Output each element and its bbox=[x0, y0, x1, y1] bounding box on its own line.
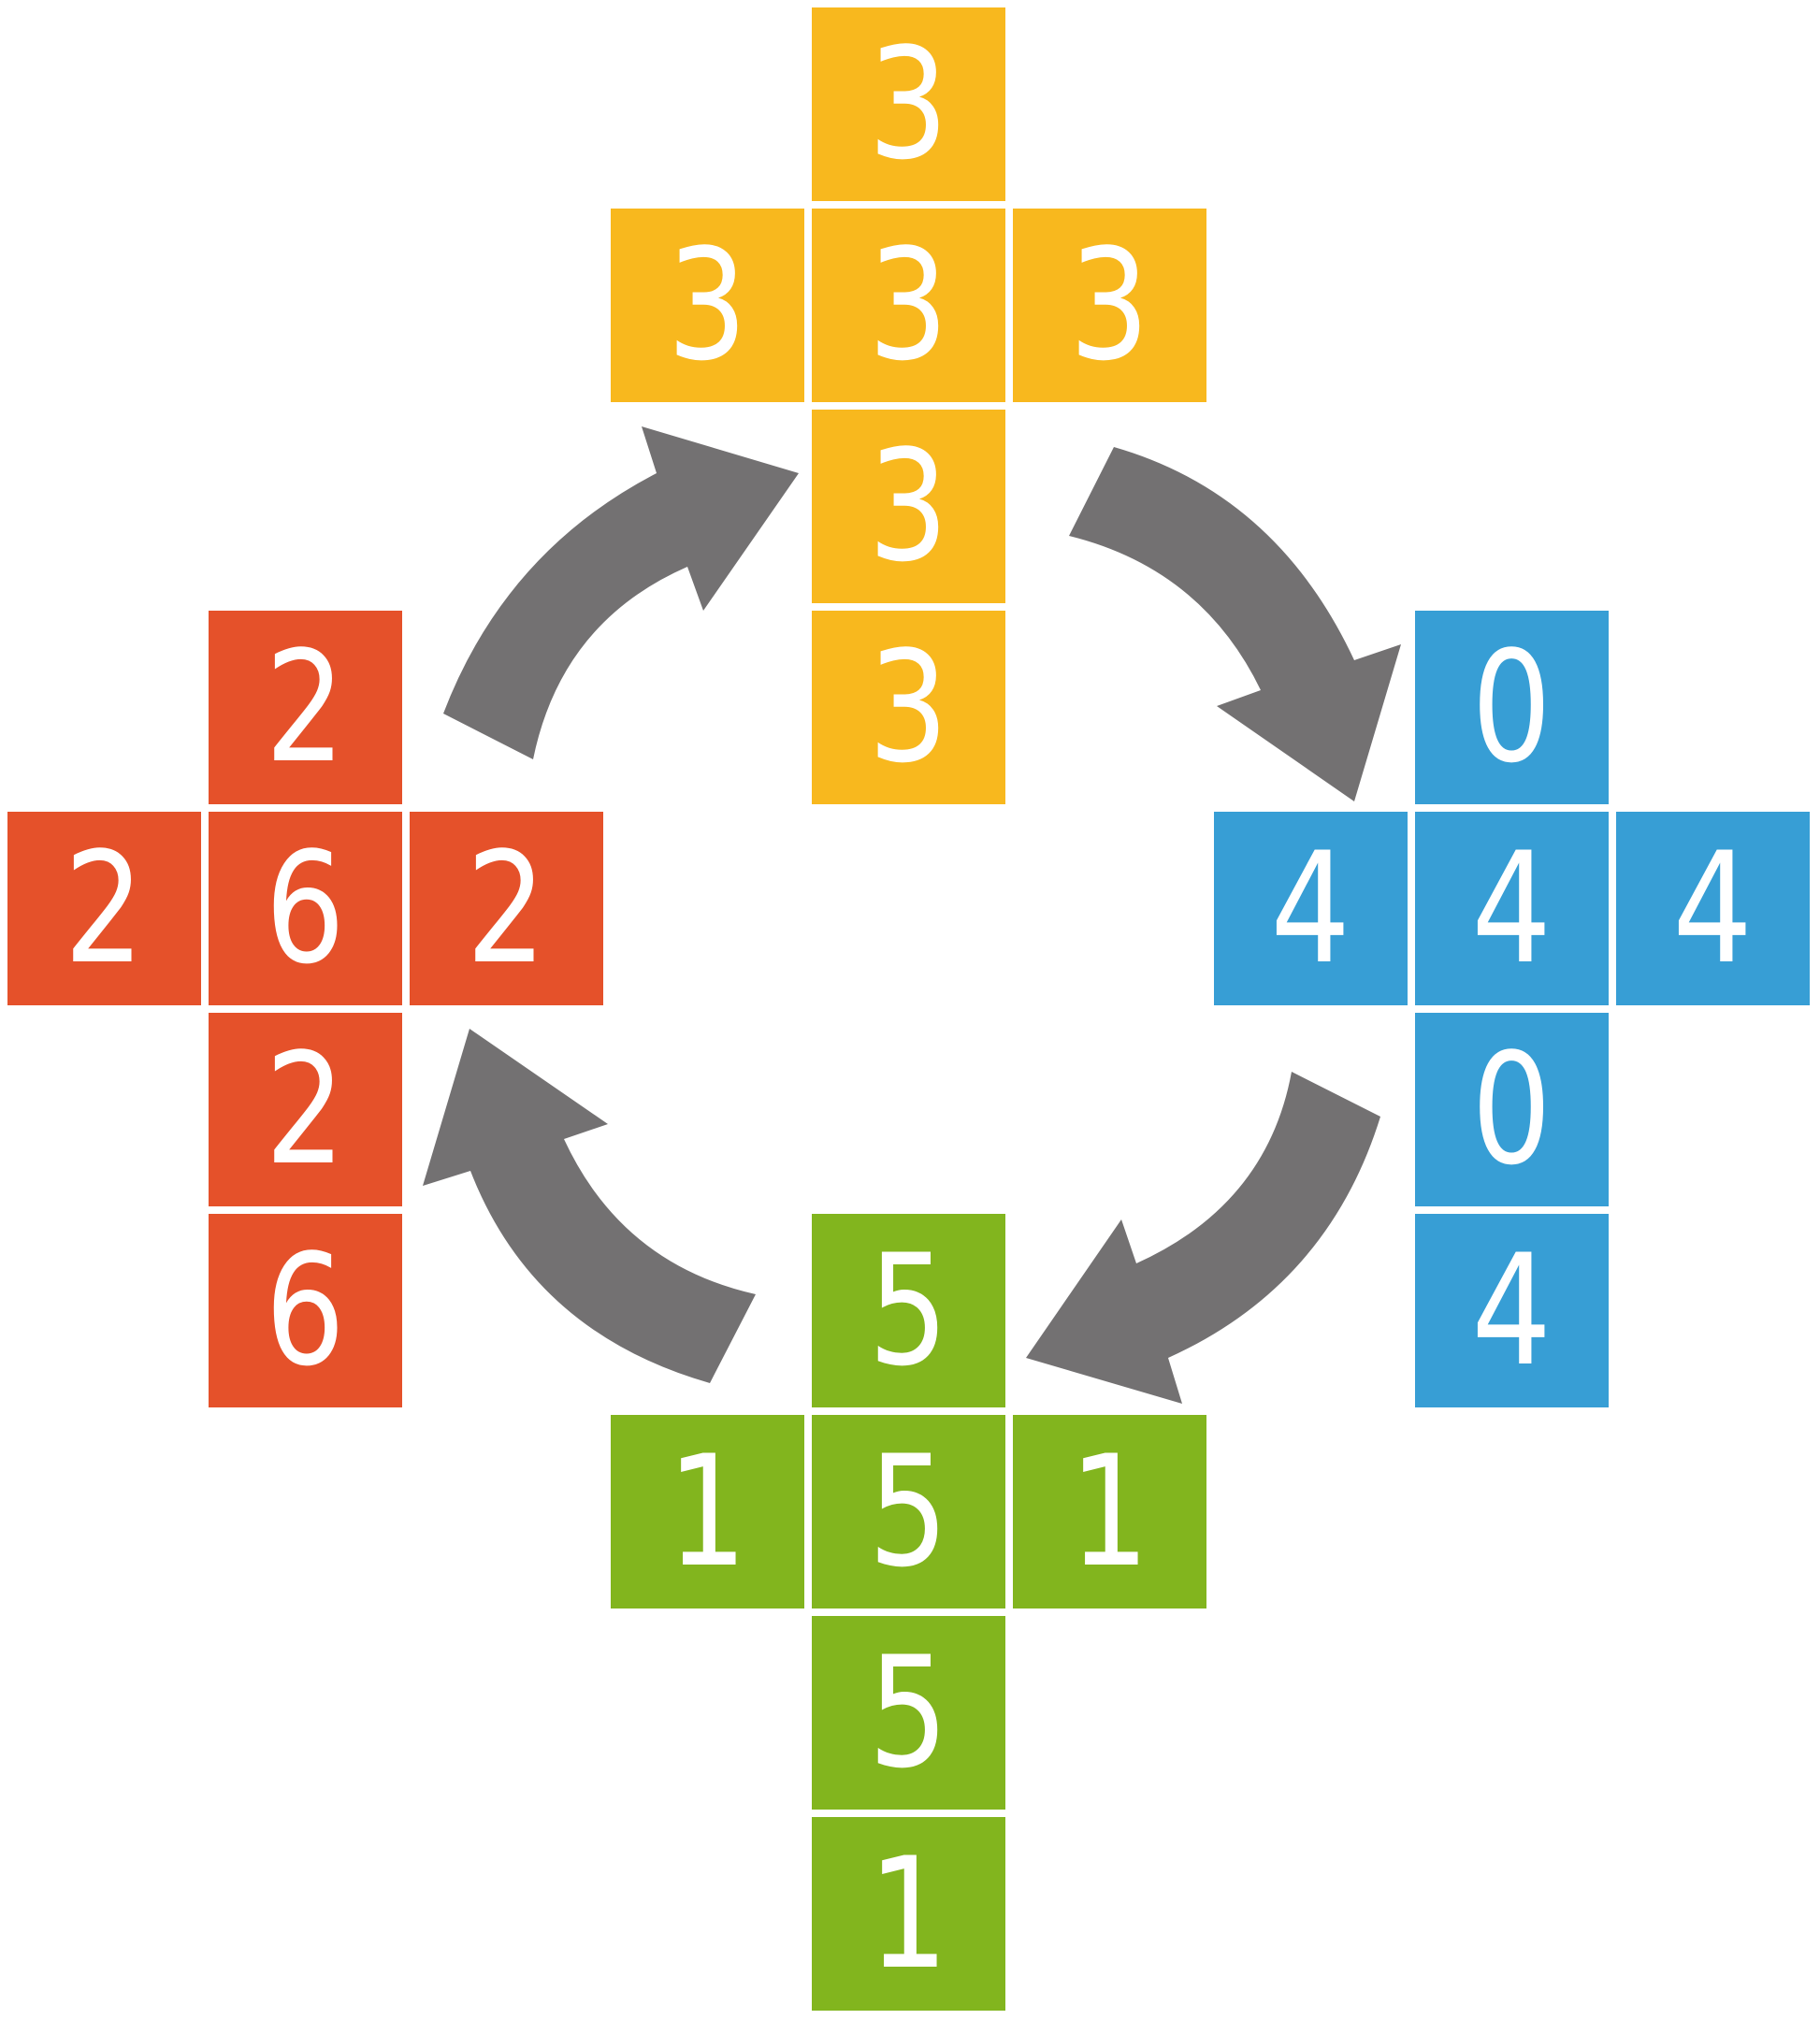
tile-value: 3 bbox=[1069, 215, 1150, 395]
tile-value: 5 bbox=[868, 1421, 949, 1601]
right-blue-tile: 4 bbox=[1415, 1214, 1609, 1407]
tile-value: 5 bbox=[868, 1220, 949, 1400]
tile-value: 0 bbox=[1471, 617, 1553, 797]
tile-value: 2 bbox=[265, 617, 346, 797]
top-yellow-tile: 3 bbox=[812, 410, 1005, 603]
bottom-green-tile: 1 bbox=[611, 1415, 804, 1608]
tile-value: 3 bbox=[868, 14, 949, 194]
right-blue-tile: 4 bbox=[1415, 812, 1609, 1005]
tile-value: 4 bbox=[1471, 1220, 1553, 1400]
tile-value: 4 bbox=[1471, 818, 1553, 998]
tile-value: 5 bbox=[868, 1623, 949, 1802]
tile-value: 4 bbox=[1270, 818, 1351, 998]
tile-value: 1 bbox=[667, 1421, 748, 1601]
tile-value: 6 bbox=[265, 818, 346, 998]
left-red-tile: 2 bbox=[209, 611, 402, 804]
top-yellow-tile: 3 bbox=[1013, 209, 1206, 402]
left-red-tile: 6 bbox=[209, 812, 402, 1005]
bottom-green-tile: 5 bbox=[812, 1616, 1005, 1810]
tile-value: 4 bbox=[1672, 818, 1754, 998]
bottom-green-tile: 1 bbox=[1013, 1415, 1206, 1608]
right-blue-tile: 4 bbox=[1616, 812, 1810, 1005]
tile-value: 1 bbox=[868, 1824, 949, 2003]
tile-value: 3 bbox=[868, 617, 949, 797]
right-blue-tile: 0 bbox=[1415, 1013, 1609, 1206]
right-blue-tile: 4 bbox=[1214, 812, 1408, 1005]
left-red-tile: 2 bbox=[7, 812, 201, 1005]
top-yellow-tile: 3 bbox=[812, 209, 1005, 402]
tile-value: 1 bbox=[1069, 1421, 1150, 1601]
curved-arrow-icon bbox=[1026, 1072, 1380, 1404]
left-red-tile: 6 bbox=[209, 1214, 402, 1407]
tile-value: 2 bbox=[466, 818, 547, 998]
tile-value: 3 bbox=[868, 416, 949, 596]
curved-arrow-icon bbox=[423, 1029, 756, 1383]
tile-value: 3 bbox=[667, 215, 748, 395]
curved-arrow-icon bbox=[443, 426, 799, 759]
tile-value: 3 bbox=[868, 215, 949, 395]
tile-value: 2 bbox=[64, 818, 145, 998]
top-yellow-tile: 3 bbox=[611, 209, 804, 402]
tile-value: 2 bbox=[265, 1019, 346, 1199]
top-yellow-tile: 3 bbox=[812, 611, 1005, 804]
left-red-tile: 2 bbox=[410, 812, 603, 1005]
right-blue-tile: 0 bbox=[1415, 611, 1609, 804]
bottom-green-tile: 5 bbox=[812, 1214, 1005, 1407]
tile-value: 0 bbox=[1471, 1019, 1553, 1199]
tile-value: 6 bbox=[265, 1220, 346, 1400]
bottom-green-tile: 5 bbox=[812, 1415, 1005, 1608]
curved-arrow-icon bbox=[1069, 447, 1401, 801]
bottom-green-tile: 1 bbox=[812, 1817, 1005, 2011]
left-red-tile: 2 bbox=[209, 1013, 402, 1206]
top-yellow-tile: 3 bbox=[812, 7, 1005, 201]
